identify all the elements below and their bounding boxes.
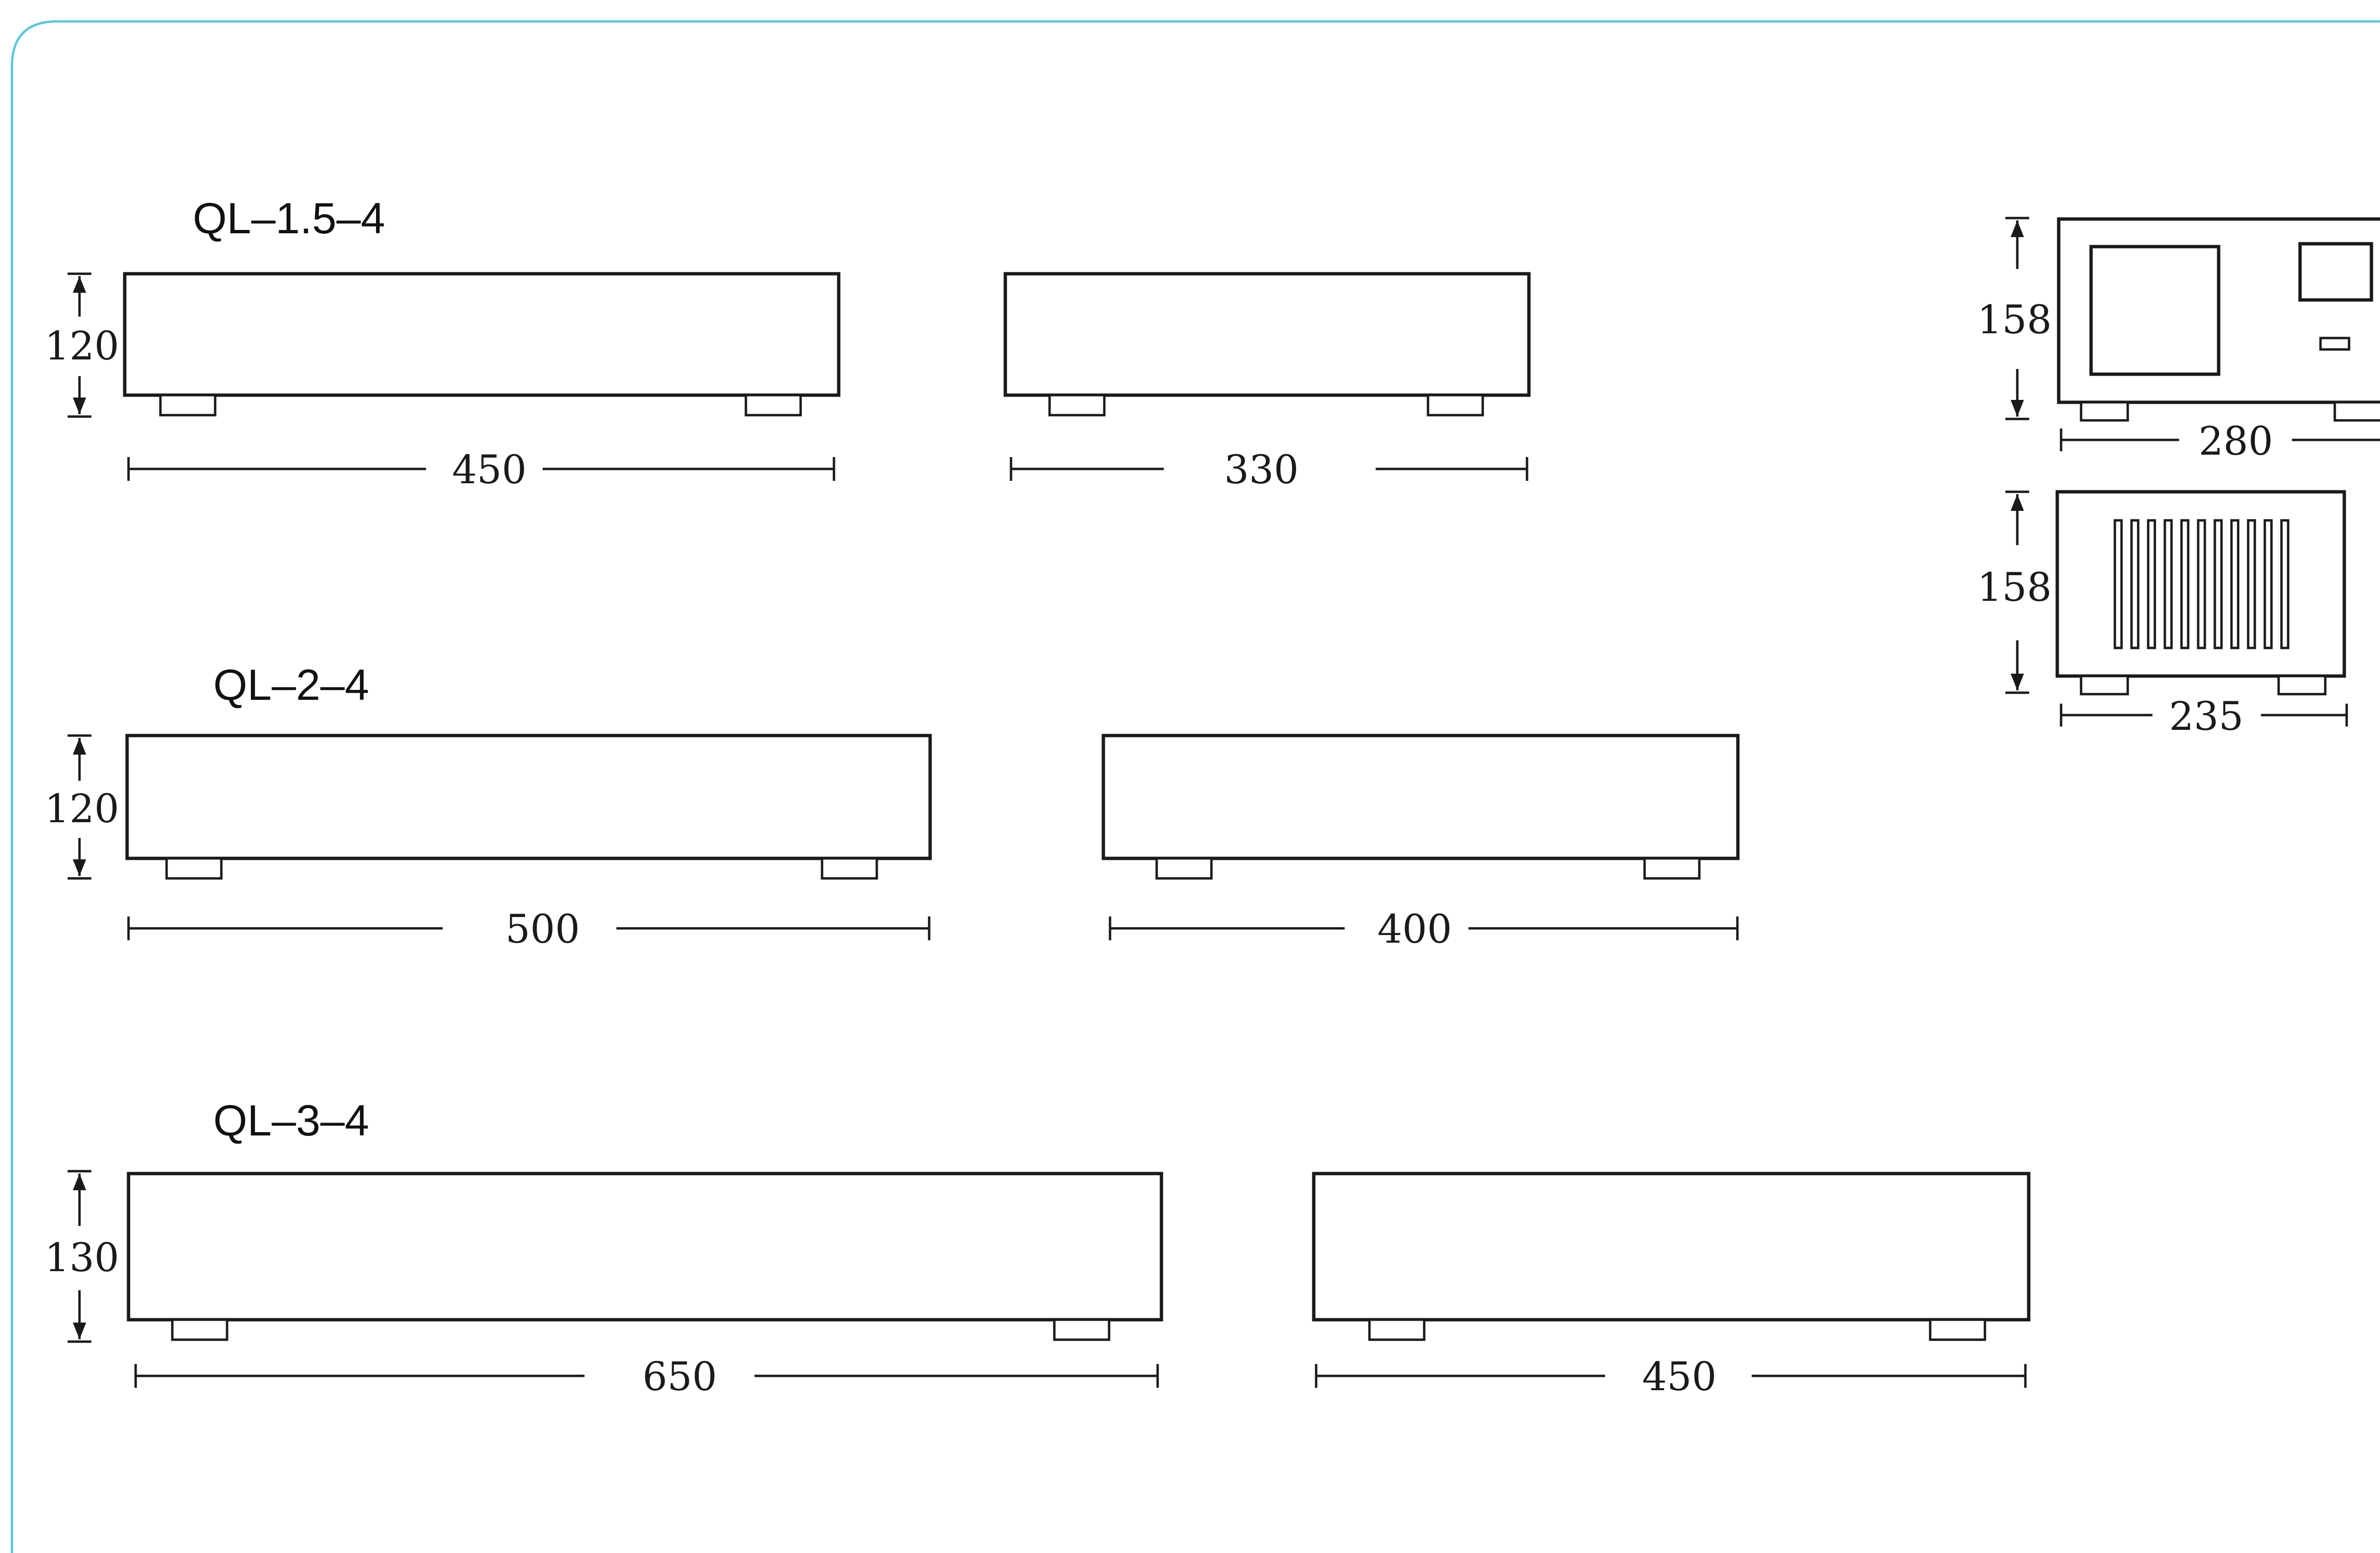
front-panel-width-dimension: 280: [2060, 419, 2380, 464]
front-panel-width-label: 280: [2199, 419, 2273, 464]
model-ql-1-5-4: QL–1.5–4 120 450: [45, 194, 1531, 493]
front-length-label: 450: [1642, 1354, 1717, 1400]
side-panel-width-label: 235: [2169, 694, 2244, 739]
front-length-label: 330: [1224, 448, 1299, 493]
side-panel-view: [2055, 490, 2346, 696]
vent-slots: [2113, 519, 2290, 649]
height-dimension: 130: [45, 1170, 119, 1343]
front-length-dimension: 330: [1010, 448, 1528, 493]
side-length-dimension: 500: [127, 907, 931, 952]
height-dimension: 158: [1977, 490, 2052, 694]
side-length-label: 650: [643, 1354, 717, 1400]
front-length-dimension: 400: [1109, 907, 1739, 952]
model-ql-2-4: QL–2–4 120 500: [45, 661, 1740, 952]
detail-front-panel: 158 280: [1977, 217, 2380, 464]
side-length-dimension: 450: [127, 448, 835, 493]
front-panel-view: [2057, 217, 2380, 422]
front-length-label: 400: [1378, 907, 1452, 952]
detail-side-panel: 158 235: [1977, 490, 2348, 739]
side-view: [127, 1172, 1163, 1341]
height-dimension: 158: [1977, 217, 2052, 420]
side-view: [123, 272, 841, 417]
height-dimension: 120: [45, 272, 119, 418]
height-label: 158: [1977, 565, 2052, 610]
model-title: QL–1.5–4: [193, 194, 385, 243]
display-window: [2089, 245, 2221, 376]
side-panel-width-dimension: 235: [2060, 694, 2348, 739]
model-ql-3-4: QL–3–4 130 650: [45, 1096, 2031, 1400]
side-length-dimension: 650: [134, 1354, 1159, 1400]
height-label: 120: [45, 786, 119, 832]
front-view: [1312, 1172, 2031, 1341]
model-title: QL–3–4: [213, 1096, 369, 1145]
drawing-frame: [10, 20, 2380, 1553]
height-label: 158: [1977, 298, 2052, 343]
model-title: QL–2–4: [213, 661, 369, 709]
front-length-dimension: 450: [1315, 1354, 2027, 1400]
side-length-label: 500: [506, 907, 580, 952]
switch: [2319, 337, 2350, 351]
side-length-label: 450: [452, 448, 527, 493]
front-view: [1003, 272, 1531, 417]
side-view: [125, 734, 932, 880]
front-view: [1101, 734, 1740, 880]
height-label: 120: [45, 324, 119, 369]
height-dimension: 120: [45, 734, 119, 880]
meter-window: [2298, 242, 2373, 302]
height-label: 130: [45, 1235, 119, 1281]
